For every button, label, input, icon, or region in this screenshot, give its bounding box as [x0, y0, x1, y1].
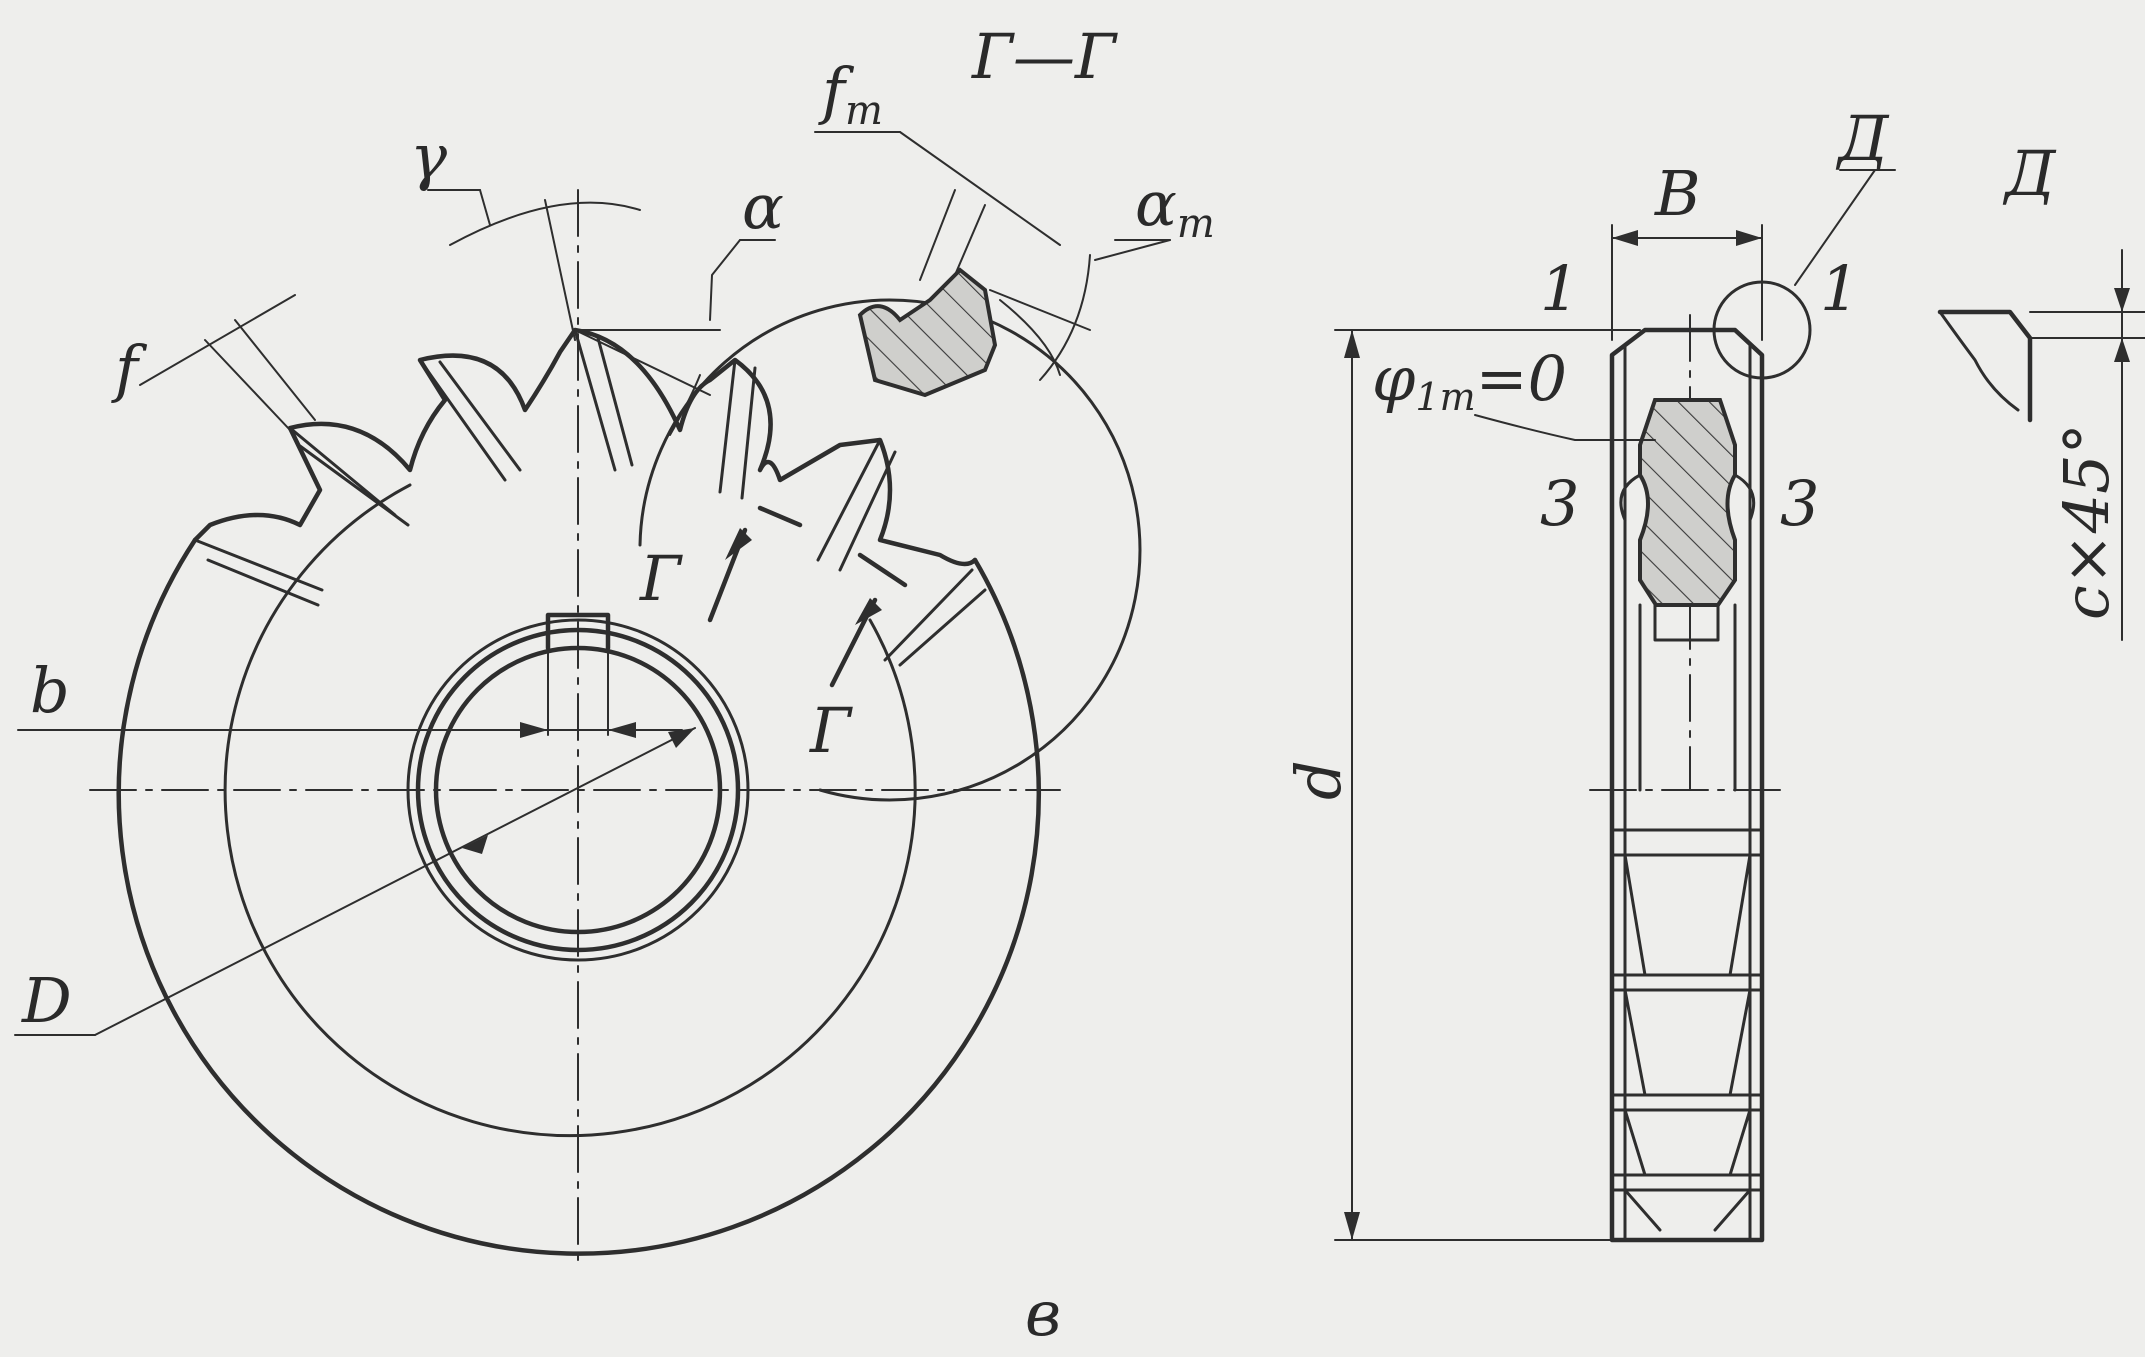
front-view [14, 189, 1142, 1261]
label-section-title: Г—Г [971, 20, 1118, 93]
label-d: d [1282, 760, 1355, 800]
side-teeth [1610, 828, 1764, 1232]
label-three-right: 3 [1780, 467, 1819, 540]
label-B: B [1654, 157, 1701, 230]
tooth-section-G [814, 131, 1171, 398]
label-one-right: 1 [1820, 252, 1859, 325]
tooth-flutes [193, 328, 987, 667]
label-view-title: Д [2002, 137, 2057, 210]
label-view-mark: Д [1835, 102, 1890, 175]
label-three-left: 3 [1540, 467, 1579, 540]
outer-contour [116, 537, 1041, 1256]
bore-outer [415, 627, 741, 953]
label-alpha: α [742, 170, 784, 243]
label-phi: φ1т=0 [1372, 342, 1567, 419]
section-marks [707, 505, 908, 688]
label-alpha-t: αт [1135, 167, 1215, 247]
label-gamma: γ [410, 120, 448, 193]
label-f: f [111, 332, 148, 405]
ring-large [223, 483, 917, 1138]
detail-view [1937, 249, 2145, 641]
label-one-left: 1 [1540, 252, 1579, 325]
label-f-t: fт [818, 54, 883, 134]
detail-circle [1712, 280, 1812, 380]
hub-ring [406, 618, 750, 962]
label-chamfer: c×45° [2050, 423, 2123, 620]
label-section-mark-top: Г [639, 542, 683, 615]
dim-D-leader [94, 727, 696, 1036]
ring-section [638, 298, 1142, 802]
bore [433, 645, 723, 935]
side-view [1334, 169, 1896, 1243]
label-b: b [30, 654, 70, 727]
label-figure-letter: в [1025, 1277, 1061, 1350]
label-section-mark-bottom: Г [809, 694, 853, 767]
label-D: D [21, 964, 72, 1037]
